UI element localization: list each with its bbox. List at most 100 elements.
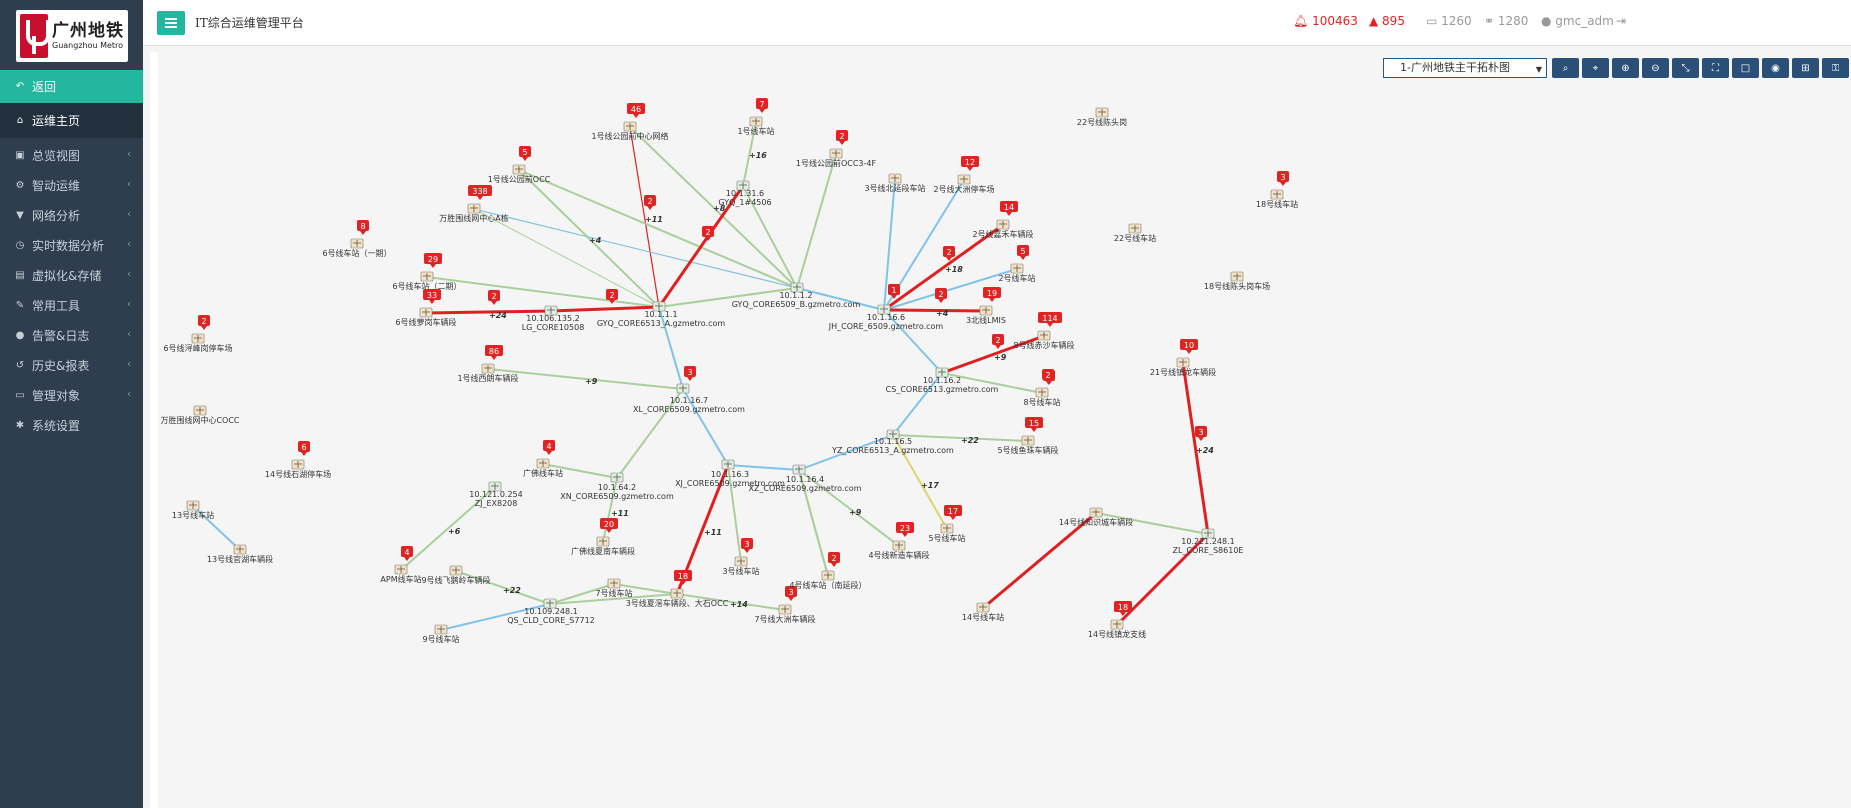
node-alarm-badge[interactable]: 2 bbox=[1042, 369, 1054, 384]
node-alarm-badge[interactable]: 10 bbox=[1180, 339, 1198, 354]
compress-icon[interactable]: ⤡ bbox=[1672, 58, 1699, 78]
station-node-icon[interactable] bbox=[536, 458, 550, 469]
network-link[interactable] bbox=[892, 372, 943, 436]
sidebar-item-virtualization[interactable]: ▤虚拟化&存储‹ bbox=[0, 258, 143, 293]
link-alarm-badge[interactable]: 2 bbox=[702, 226, 714, 241]
node-alarm-badge[interactable]: 338 bbox=[468, 185, 492, 200]
device-count[interactable]: ▭ 1260 bbox=[1426, 14, 1472, 28]
network-link[interactable] bbox=[629, 126, 798, 289]
station-node-icon[interactable] bbox=[829, 148, 843, 159]
station-node-icon[interactable] bbox=[1095, 107, 1109, 118]
node-alarm-badge[interactable]: 2 bbox=[828, 552, 840, 567]
node-alarm-badge[interactable]: 12 bbox=[961, 156, 979, 171]
link-alarm-badge[interactable]: 2 bbox=[606, 289, 618, 304]
location-icon[interactable]: ⌖ bbox=[1582, 58, 1609, 78]
network-link[interactable] bbox=[549, 593, 678, 605]
node-alarm-badge[interactable]: 29 bbox=[424, 253, 442, 268]
core-switch-icon[interactable] bbox=[792, 464, 806, 475]
sidebar-item-smart-ops[interactable]: ⚙智动运维‹ bbox=[0, 168, 143, 203]
node-alarm-badge[interactable]: 18 bbox=[674, 570, 692, 585]
network-link[interactable] bbox=[941, 334, 1045, 375]
station-node-icon[interactable] bbox=[419, 307, 433, 318]
network-link[interactable] bbox=[629, 126, 660, 308]
network-link[interactable] bbox=[742, 121, 757, 187]
station-node-icon[interactable] bbox=[996, 219, 1010, 230]
station-node-icon[interactable] bbox=[979, 305, 993, 316]
node-alarm-badge[interactable]: 46 bbox=[627, 103, 645, 118]
zoom-out-icon[interactable]: ⊖ bbox=[1642, 58, 1669, 78]
link-alarm-badge[interactable]: 2 bbox=[488, 290, 500, 305]
network-link[interactable] bbox=[549, 583, 615, 605]
network-link[interactable] bbox=[682, 388, 729, 466]
grid-icon[interactable]: ⊞ bbox=[1792, 58, 1819, 78]
station-node-icon[interactable] bbox=[888, 173, 902, 184]
station-node-icon[interactable] bbox=[1270, 189, 1284, 200]
station-node-icon[interactable] bbox=[467, 203, 481, 214]
alarm-count[interactable]: 🔔︎ 100463 bbox=[1293, 14, 1358, 28]
node-alarm-badge[interactable]: 3 bbox=[1277, 171, 1289, 186]
station-node-icon[interactable] bbox=[623, 121, 637, 132]
station-node-icon[interactable] bbox=[1035, 387, 1049, 398]
network-link[interactable] bbox=[883, 309, 943, 374]
node-alarm-badge[interactable]: 2 bbox=[836, 130, 848, 145]
node-alarm-badge[interactable]: 5 bbox=[1017, 245, 1029, 260]
station-node-icon[interactable] bbox=[1089, 507, 1103, 518]
node-alarm-badge[interactable]: 3 bbox=[741, 538, 753, 553]
station-node-icon[interactable] bbox=[892, 540, 906, 551]
link-count[interactable]: ⚭ 1280 bbox=[1484, 14, 1529, 28]
station-node-icon[interactable] bbox=[1021, 435, 1035, 446]
station-node-icon[interactable] bbox=[596, 536, 610, 547]
link-alarm-badge[interactable]: 3 bbox=[684, 366, 696, 381]
back-button[interactable]: ↶ 返回 bbox=[0, 70, 143, 103]
core-switch-icon[interactable] bbox=[736, 180, 750, 191]
node-alarm-badge[interactable]: 5 bbox=[519, 146, 531, 161]
station-node-icon[interactable] bbox=[1010, 263, 1024, 274]
network-link[interactable] bbox=[616, 388, 684, 479]
network-link[interactable] bbox=[542, 463, 618, 479]
eye-icon[interactable]: ◉ bbox=[1762, 58, 1789, 78]
sidebar-item-home[interactable]: ⌂ 运维主页 bbox=[0, 103, 143, 138]
sidebar-item-tools[interactable]: ✎常用工具‹ bbox=[0, 288, 143, 323]
network-link[interactable] bbox=[550, 305, 660, 313]
network-link[interactable] bbox=[518, 169, 798, 289]
station-node-icon[interactable] bbox=[191, 333, 205, 344]
network-link[interactable] bbox=[400, 486, 496, 571]
node-alarm-badge[interactable]: 4 bbox=[543, 440, 555, 455]
logout-icon[interactable]: ⇥ bbox=[1616, 14, 1627, 28]
node-alarm-badge[interactable]: 7 bbox=[756, 98, 768, 113]
station-node-icon[interactable] bbox=[1110, 619, 1124, 630]
station-node-icon[interactable] bbox=[778, 604, 792, 615]
core-switch-icon[interactable] bbox=[610, 472, 624, 483]
topology-view-select[interactable]: 1-广州地铁主干拓朴图 bbox=[1383, 58, 1547, 79]
node-alarm-badge[interactable]: 20 bbox=[600, 518, 618, 533]
network-link[interactable] bbox=[941, 372, 1043, 394]
core-switch-icon[interactable] bbox=[721, 459, 735, 470]
network-link[interactable] bbox=[657, 185, 745, 308]
network-link[interactable] bbox=[658, 306, 684, 390]
network-link[interactable] bbox=[883, 268, 1018, 311]
link-alarm-badge[interactable]: 3 bbox=[1195, 426, 1207, 441]
station-node-icon[interactable] bbox=[607, 578, 621, 589]
network-link[interactable] bbox=[1095, 512, 1209, 535]
station-node-icon[interactable] bbox=[394, 564, 408, 575]
station-node-icon[interactable] bbox=[1128, 223, 1142, 234]
node-alarm-badge[interactable]: 4 bbox=[401, 546, 413, 561]
link-alarm-badge[interactable]: 2 bbox=[644, 195, 656, 210]
network-link[interactable] bbox=[727, 464, 800, 471]
link-alarm-badge[interactable]: 2 bbox=[935, 288, 947, 303]
network-link[interactable] bbox=[798, 434, 894, 471]
node-alarm-badge[interactable]: 18 bbox=[1114, 601, 1132, 616]
station-node-icon[interactable] bbox=[291, 459, 305, 470]
station-node-icon[interactable] bbox=[957, 174, 971, 185]
station-node-icon[interactable] bbox=[734, 556, 748, 567]
network-link[interactable] bbox=[727, 464, 742, 563]
network-link[interactable] bbox=[796, 287, 885, 311]
network-link[interactable] bbox=[742, 185, 798, 289]
zoom-in-icon[interactable]: ⊕ bbox=[1612, 58, 1639, 78]
station-node-icon[interactable] bbox=[1176, 357, 1190, 368]
network-link[interactable] bbox=[440, 603, 551, 631]
core-switch-icon[interactable] bbox=[676, 383, 690, 394]
network-link[interactable] bbox=[613, 583, 678, 595]
node-alarm-badge[interactable]: 23 bbox=[896, 522, 914, 537]
core-switch-icon[interactable] bbox=[652, 301, 666, 312]
